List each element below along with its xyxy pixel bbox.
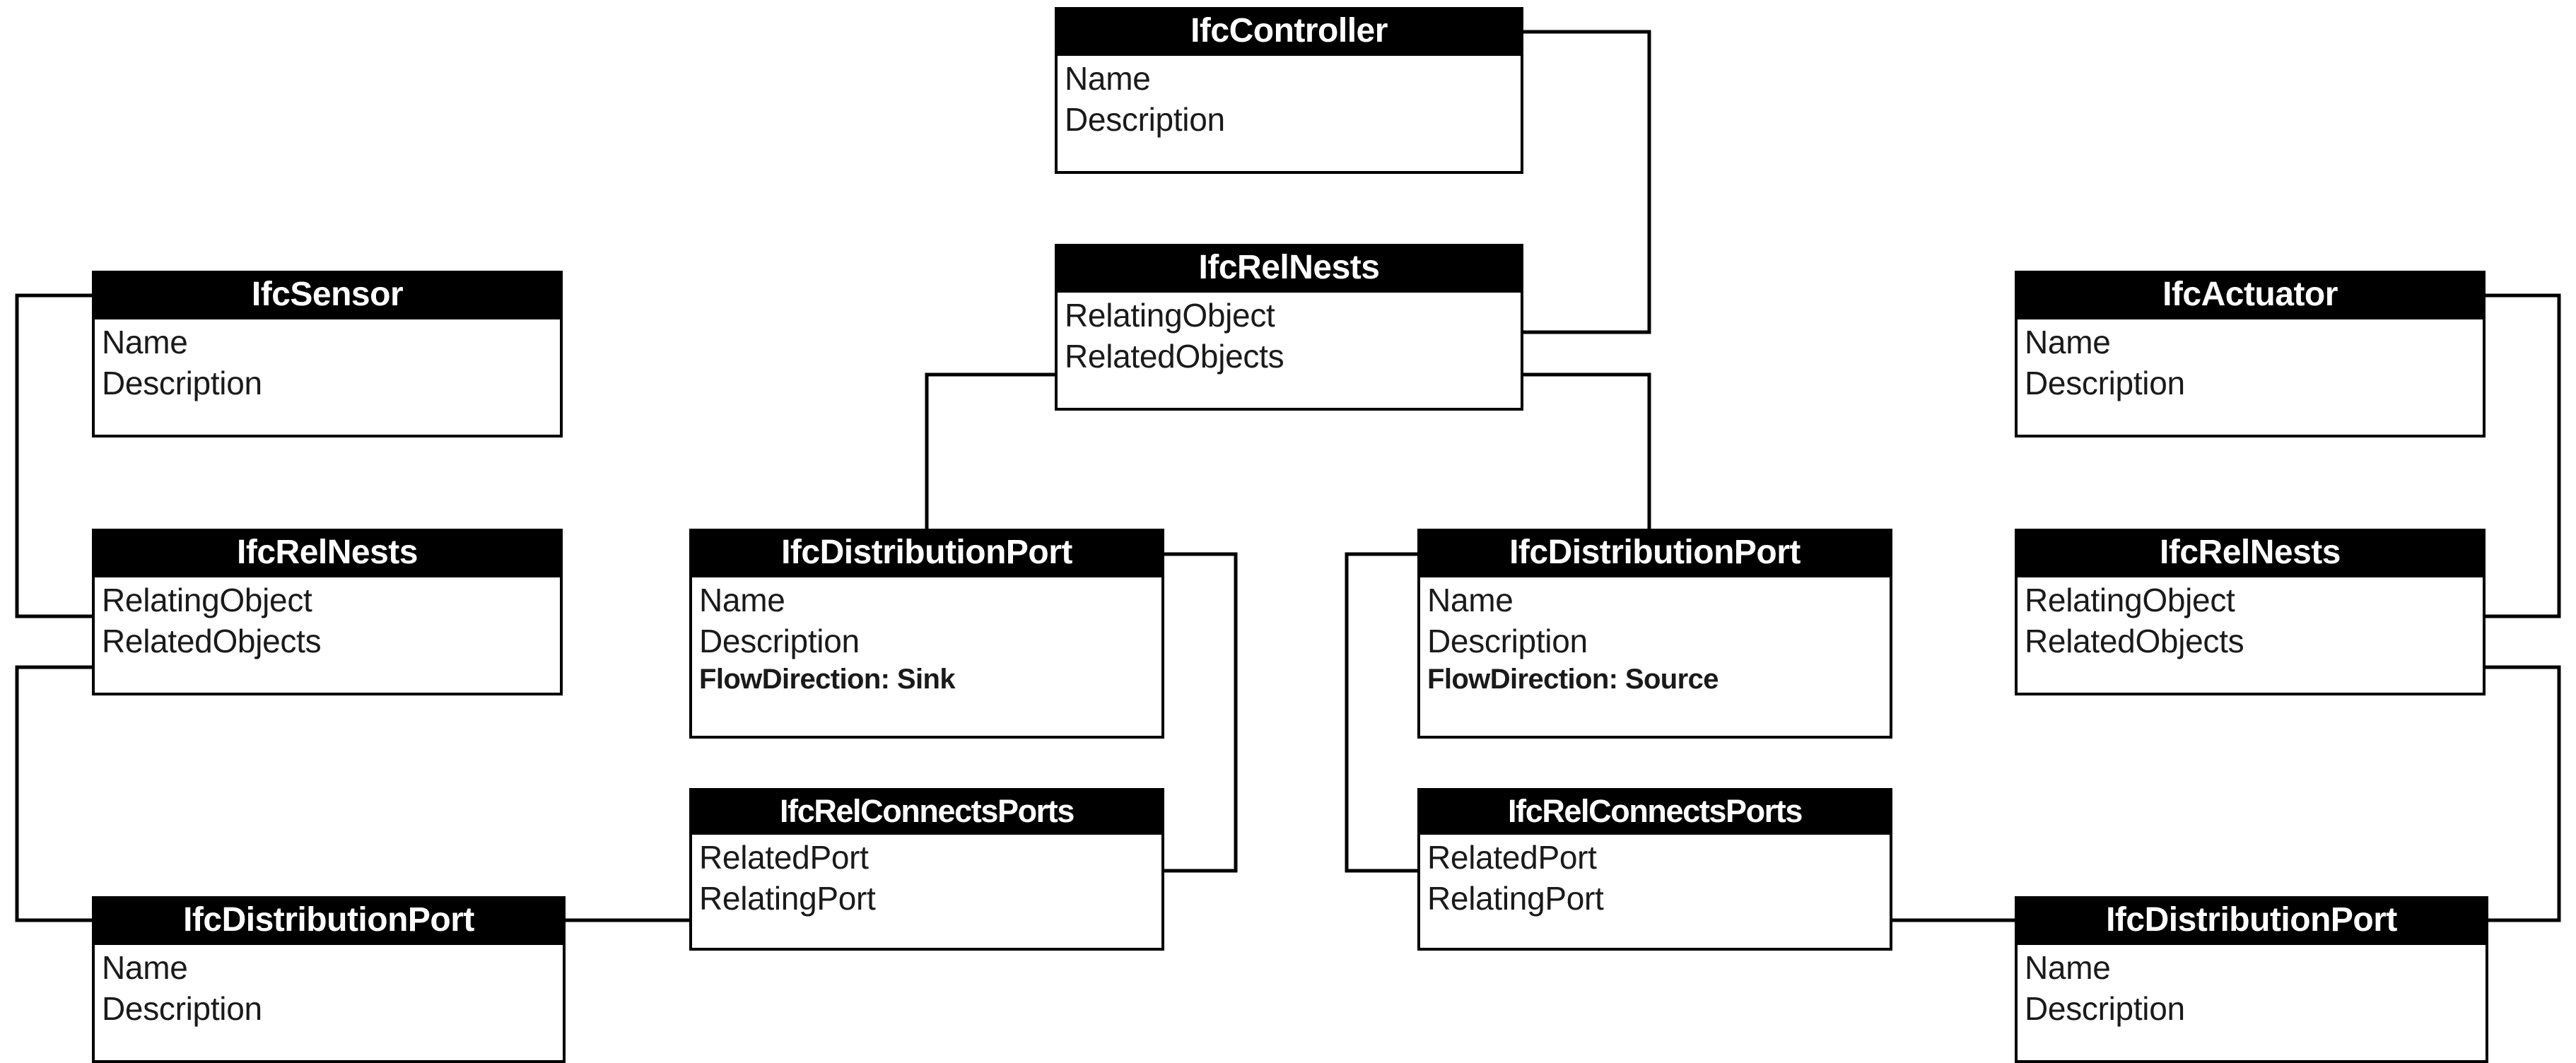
- attribute-row: RelatingObject: [1065, 296, 1275, 334]
- class-title: IfcActuator: [2018, 274, 2483, 319]
- class-attributes: Name Description: [1058, 56, 1521, 146]
- attribute-row: RelatedObjects: [2025, 622, 2244, 659]
- class-box-ifc-distribution-port-source[interactable]: IfcDistributionPort Name Description Flo…: [1417, 529, 1892, 739]
- attribute-row: Name: [1427, 581, 1514, 618]
- connector-controller-to-relnests-relating: [1521, 30, 1651, 334]
- attribute-row: Name: [2025, 949, 2111, 986]
- connector-relnests-related-to-port-source: [1521, 372, 1651, 531]
- connector-port-source-to-relconnects-right-related: [1345, 552, 1419, 873]
- attribute-row: Description: [2025, 989, 2185, 1027]
- class-title: IfcController: [1058, 10, 1521, 56]
- attribute-row: Name: [102, 949, 188, 986]
- class-box-ifc-sensor[interactable]: IfcSensor Name Description: [92, 271, 563, 437]
- attribute-row: Description: [2025, 364, 2185, 401]
- class-box-ifc-distribution-port-bottom-right[interactable]: IfcDistributionPort Name Description: [2015, 896, 2488, 1063]
- flow-direction-row: FlowDirection: Sink: [699, 663, 956, 695]
- class-attributes: RelatingObject RelatedObjects: [2018, 577, 2483, 668]
- class-attributes: Name Description: [95, 319, 560, 410]
- attribute-row: Description: [1427, 622, 1588, 659]
- class-box-ifc-distribution-port-bottom-left[interactable]: IfcDistributionPort Name Description: [92, 896, 566, 1063]
- class-attributes: Name Description FlowDirection: Sink: [692, 577, 1161, 702]
- attribute-row: RelatedPort: [699, 838, 869, 876]
- attribute-row: Description: [699, 622, 860, 659]
- flow-direction-row: FlowDirection: Source: [1427, 663, 1719, 695]
- class-attributes: RelatedPort RelatingPort: [692, 835, 1161, 925]
- connector-port-sink-to-relconnects-left-related: [1162, 552, 1238, 873]
- class-attributes: RelatingObject RelatedObjects: [1058, 293, 1521, 383]
- class-attributes: Name Description: [2018, 945, 2486, 1035]
- class-box-ifc-rel-nests-center[interactable]: IfcRelNests RelatingObject RelatedObject…: [1055, 244, 1523, 411]
- attribute-row: Description: [102, 364, 262, 401]
- class-attributes: Name Description FlowDirection: Source: [1420, 577, 1890, 702]
- class-title: IfcRelNests: [2018, 532, 2483, 577]
- class-title: IfcRelNests: [1058, 247, 1521, 293]
- class-title: IfcRelConnectsPorts: [692, 791, 1161, 835]
- connector-relnests-related-to-port-sink: [925, 372, 1057, 531]
- class-attributes: RelatedPort RelatingPort: [1420, 835, 1890, 925]
- attribute-row: RelatingPort: [1427, 879, 1604, 917]
- attribute-row: RelatingPort: [699, 879, 876, 917]
- class-box-ifc-controller[interactable]: IfcController Name Description: [1055, 7, 1523, 174]
- class-title: IfcDistributionPort: [95, 899, 563, 945]
- class-box-ifc-actuator[interactable]: IfcActuator Name Description: [2015, 271, 2486, 437]
- class-title: IfcRelConnectsPorts: [1420, 791, 1890, 835]
- class-box-ifc-distribution-port-sink[interactable]: IfcDistributionPort Name Description Flo…: [689, 529, 1164, 739]
- class-box-ifc-rel-nests-left[interactable]: IfcRelNests RelatingObject RelatedObject…: [92, 529, 563, 695]
- class-box-ifc-rel-connects-ports-right[interactable]: IfcRelConnectsPorts RelatedPort Relating…: [1417, 788, 1892, 951]
- class-attributes: Name Description: [2018, 319, 2483, 410]
- connector-relnests-left-related-to-bottom-port: [15, 665, 94, 922]
- connector-relnests-right-related-to-bottom-port: [2483, 665, 2561, 922]
- attribute-row: Name: [1065, 59, 1151, 97]
- class-title: IfcDistributionPort: [2018, 899, 2486, 945]
- attribute-row: RelatedObjects: [102, 622, 322, 659]
- attribute-row: RelatingObject: [102, 581, 312, 618]
- attribute-row: RelatedPort: [1427, 838, 1597, 876]
- attribute-row: Name: [699, 581, 785, 618]
- attribute-row: Name: [2025, 323, 2111, 360]
- attribute-row: Name: [102, 323, 188, 360]
- attribute-row: RelatingObject: [2025, 581, 2235, 618]
- connector-actuator-to-relnests-right-relating: [2483, 293, 2561, 618]
- class-title: IfcDistributionPort: [692, 532, 1161, 577]
- class-box-ifc-rel-connects-ports-left[interactable]: IfcRelConnectsPorts RelatedPort Relating…: [689, 788, 1164, 951]
- attribute-row: Description: [1065, 100, 1225, 138]
- connector-sensor-to-relnests-left-relating: [15, 293, 94, 618]
- attribute-row: Description: [102, 989, 262, 1027]
- class-title: IfcRelNests: [95, 532, 560, 577]
- class-title: IfcSensor: [95, 274, 560, 319]
- attribute-row: RelatedObjects: [1065, 337, 1284, 375]
- class-attributes: Name Description: [95, 945, 563, 1035]
- class-box-ifc-rel-nests-right[interactable]: IfcRelNests RelatingObject RelatedObject…: [2015, 529, 2486, 695]
- class-title: IfcDistributionPort: [1420, 532, 1890, 577]
- class-attributes: RelatingObject RelatedObjects: [95, 577, 560, 668]
